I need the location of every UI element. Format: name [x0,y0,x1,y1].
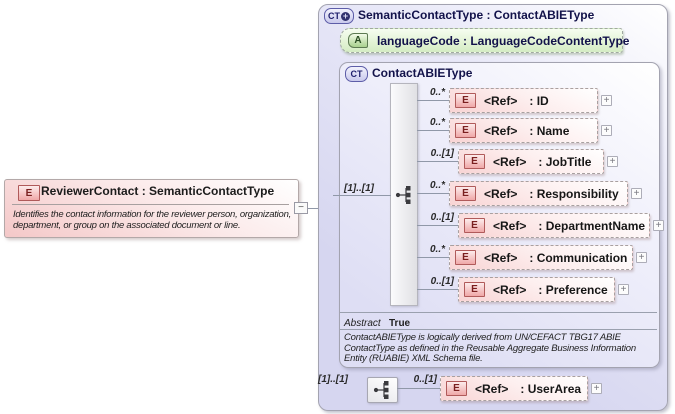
element-icon: E [455,186,476,201]
attribute-icon: A [348,33,368,48]
element-user-area[interactable]: E <Ref> : UserArea + [440,376,602,401]
cardinality-label: 0..* [429,87,445,98]
collapse-icon[interactable]: − [294,202,308,214]
connector-line [417,193,449,194]
element-id[interactable]: E <Ref> : ID + [449,88,612,113]
expand-icon[interactable]: + [607,156,618,167]
connector-line [297,208,333,209]
element-job-title[interactable]: E <Ref> : JobTitle + [458,149,618,174]
abstract-value: True [389,318,411,329]
connector-line [417,100,449,101]
badge-text: CT [328,11,340,21]
attribute-title: languageCode : LanguageCodeContentType [377,33,630,48]
cardinality-label: 0..[1] [430,148,454,159]
element-icon: E [464,154,485,169]
element-name: : Communication [529,250,628,265]
expand-icon[interactable]: + [601,95,612,106]
connector-line [417,161,458,162]
reviewer-contact-description: Identifies the contact information for t… [13,209,291,231]
complex-type-icon: CT [345,66,368,82]
reviewer-contact-node[interactable]: E [4,179,299,238]
attribute-language-code[interactable]: A languageCode : LanguageCodeContentType [340,28,629,53]
cardinality-label: 0..[1] [430,212,454,223]
sequence-cardinality-label: [1]..[1] [344,183,374,194]
expand-icon[interactable]: + [631,188,642,199]
expand-icon[interactable]: + [636,252,647,263]
sequence-cardinality-label: [1]..[1] [318,374,348,385]
element-ref: <Ref> [475,381,509,396]
connector-line [397,388,440,389]
derived-plus-icon: + [341,10,350,21]
element-ref: <Ref> [493,154,527,169]
element-icon: E [464,218,485,233]
connector-line [417,289,458,290]
element-name: : Responsibility [529,186,619,201]
cardinality-label: 0..[1] [413,374,437,385]
element-name: : Preference [538,282,608,297]
cardinality-label: 0..[1] [430,276,454,287]
expand-icon[interactable]: + [591,383,602,394]
complex-type-global-icon: CT + [324,8,354,24]
element-name: : Name [529,123,570,138]
element-name: : DepartmentName [538,218,646,233]
connector-line [333,195,391,196]
element-name: : ID [529,93,549,108]
abstract-label: Abstract [344,318,381,329]
element-icon: E [18,185,40,201]
element-preference[interactable]: E <Ref> : Preference + [458,277,629,302]
element-responsibility[interactable]: E <Ref> : Responsibility + [449,181,642,206]
cardinality-label: 0..* [429,117,445,128]
element-ref: <Ref> [493,218,527,233]
element-ref: <Ref> [484,123,518,138]
expand-icon[interactable]: + [618,284,629,295]
cardinality-label: 0..* [429,244,445,255]
element-ref: <Ref> [484,93,518,108]
connector-line [417,225,458,226]
semantic-type-title: SemanticContactType : ContactABIEType [358,8,595,22]
contact-abie-title: ContactABIEType [372,66,473,80]
expand-icon[interactable]: + [601,125,612,136]
connector-line [417,130,449,131]
element-icon: E [446,381,467,396]
separator [340,329,657,330]
reviewer-contact-title: ReviewerContact : SemanticContactType [41,184,275,198]
connector-line [417,257,449,258]
derivation-note: ContactABIEType is logically derived fro… [344,332,636,364]
element-ref: <Ref> [484,186,518,201]
separator [340,312,657,313]
element-name: : JobTitle [538,154,592,169]
badge-text: CT [350,69,363,79]
sequence-icon [395,186,411,204]
element-ref: <Ref> [484,250,518,265]
element-name: : UserArea [520,381,582,396]
element-icon: E [455,93,476,108]
cardinality-label: 0..* [429,180,445,191]
element-communication[interactable]: E <Ref> : Communication + [449,245,647,270]
element-department-name[interactable]: E <Ref> : DepartmentName + [458,213,664,238]
element-icon: E [455,123,476,138]
element-name-node[interactable]: E <Ref> : Name + [449,118,612,143]
sequence-icon [373,381,388,399]
element-icon: E [464,282,485,297]
sequence-compositor-node[interactable] [367,377,398,403]
expand-icon[interactable]: + [653,220,664,231]
element-ref: <Ref> [493,282,527,297]
element-icon: E [455,250,476,265]
separator [12,204,289,205]
